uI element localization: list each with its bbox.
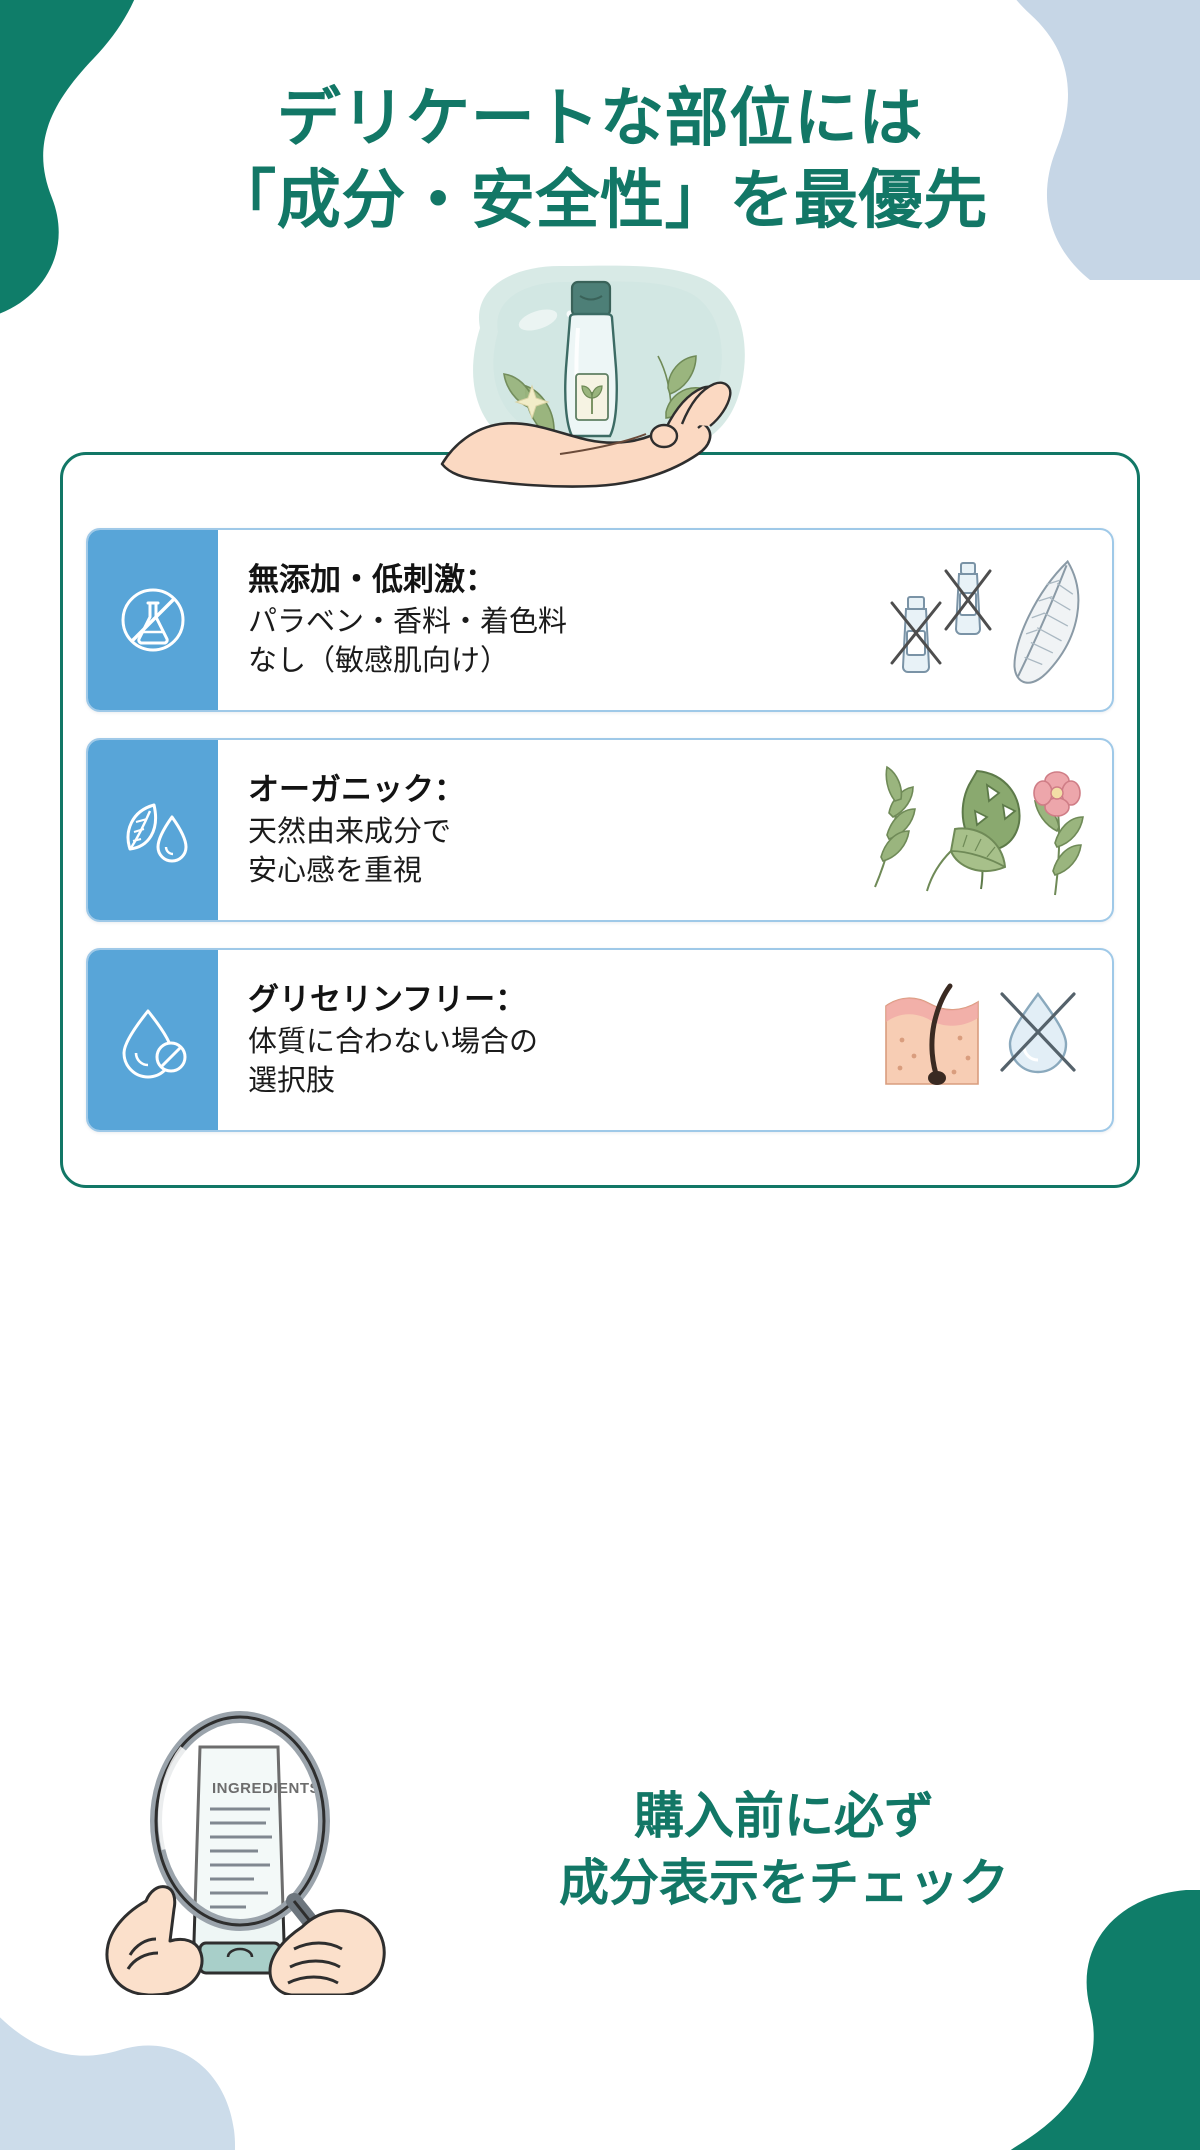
card-title: 無添加・低刺激：	[248, 562, 496, 598]
card-desc-line-2: なし（敏感肌向け）	[248, 644, 510, 677]
card-desc-line-1: パラベン・香料・着色料	[248, 606, 568, 639]
card-illustration	[874, 540, 1104, 700]
leaf-and-droplet-icon	[126, 803, 188, 863]
footer-line-2: 成分表示をチェック	[559, 1855, 1009, 1911]
card-icon-panel	[88, 950, 218, 1130]
feature-card-additive-free[interactable]: 無添加・低刺激： パラベン・香料・着色料 なし（敏感肌向け）	[86, 528, 1114, 712]
title-line-2: 「成分・安全性」を最優先	[212, 163, 988, 236]
feature-card-organic[interactable]: オーガニック： 天然由来成分で 安心感を重視	[86, 738, 1114, 922]
card-text: 無添加・低刺激： パラベン・香料・着色料 なし（敏感肌向け）	[248, 560, 567, 680]
footer-line-1: 購入前に必ず	[634, 1787, 934, 1844]
card-illustration	[854, 750, 1104, 910]
magnifying-glass-over-ingredient-label-icon: INGREDIENTS	[105, 1711, 386, 1995]
card-title: オーガニック：	[248, 772, 465, 808]
feature-card-list: 無添加・低刺激： パラベン・香料・着色料 なし（敏感肌向け）	[86, 528, 1114, 1132]
crossed-out-bottles-and-feather-icon	[890, 559, 1079, 684]
footer-caption: 購入前に必ず 成分表示をチェック	[408, 1783, 1200, 1918]
page-title: デリケートな部位には 「成分・安全性」を最優先	[0, 78, 1200, 242]
footer-section: INGREDIENTS	[0, 1700, 1200, 2000]
card-body: オーガニック： 天然由来成分で 安心感を重視	[218, 740, 1112, 920]
card-icon-panel	[88, 530, 218, 710]
card-desc-line-2: 安心感を重視	[248, 854, 423, 887]
card-illustration	[874, 960, 1104, 1120]
card-desc-line-1: 体質に合わない場合の	[248, 1026, 539, 1059]
card-body: 無添加・低刺激： パラベン・香料・着色料 なし（敏感肌向け）	[218, 530, 1112, 710]
title-line-1: デリケートな部位には	[276, 82, 924, 154]
skin-cross-section-and-crossed-out-droplet-icon	[884, 983, 1076, 1085]
card-icon-panel	[88, 740, 218, 920]
card-desc-line-2: 選択肢	[248, 1064, 336, 1097]
card-title: グリセリンフリー：	[248, 982, 527, 1018]
no-chemicals-flask-icon	[121, 588, 185, 652]
card-desc-line-1: 天然由来成分で	[248, 816, 452, 849]
ingredient-label-text: INGREDIENTS	[212, 1780, 320, 1797]
botanical-leaves-and-flower-icon	[874, 765, 1084, 896]
droplet-with-prohibition-icon	[122, 1009, 187, 1079]
card-text: グリセリンフリー： 体質に合わない場合の 選択肢	[248, 980, 538, 1100]
hand-holding-bottle-with-leaves-icon	[440, 265, 745, 488]
card-body: グリセリンフリー： 体質に合わない場合の 選択肢	[218, 950, 1112, 1130]
feature-card-glycerin-free[interactable]: グリセリンフリー： 体質に合わない場合の 選択肢	[86, 948, 1114, 1132]
card-text: オーガニック： 天然由来成分で 安心感を重視	[248, 770, 465, 890]
